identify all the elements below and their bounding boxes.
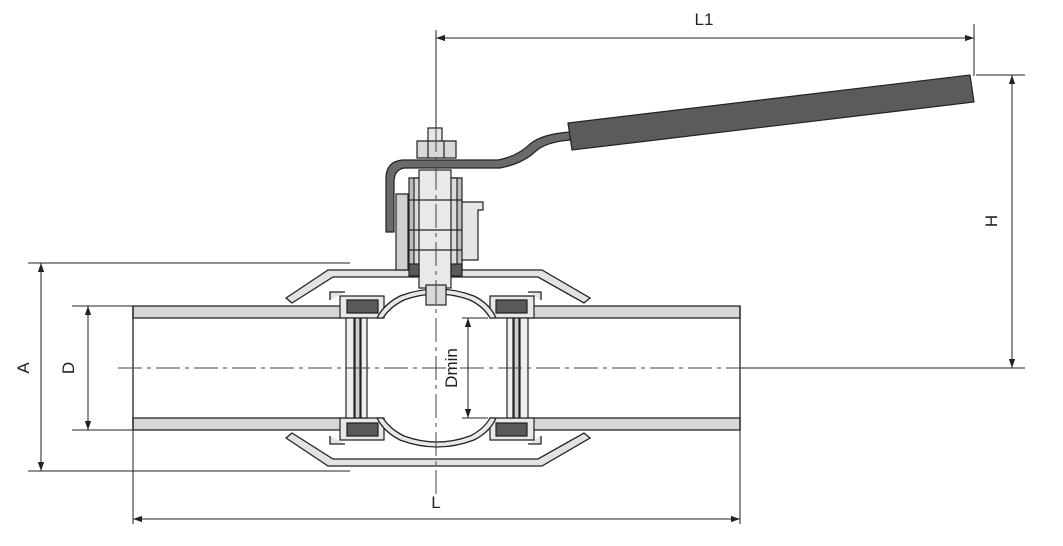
handle-lever (385, 74, 975, 233)
ball (375, 288, 497, 448)
valve-body-bottom (284, 432, 592, 467)
dim-label-a: A (14, 362, 33, 374)
dim-label-dmin: Dmin (442, 348, 461, 388)
stem-nut (416, 127, 457, 159)
dim-label-l: L (431, 493, 440, 512)
dim-label-d: D (59, 362, 78, 374)
dim-label-l1: L1 (695, 10, 714, 29)
extension-lines (28, 24, 1025, 524)
stem-assembly (395, 169, 484, 306)
dim-label-h: H (982, 215, 1001, 227)
center-lines (118, 128, 760, 498)
